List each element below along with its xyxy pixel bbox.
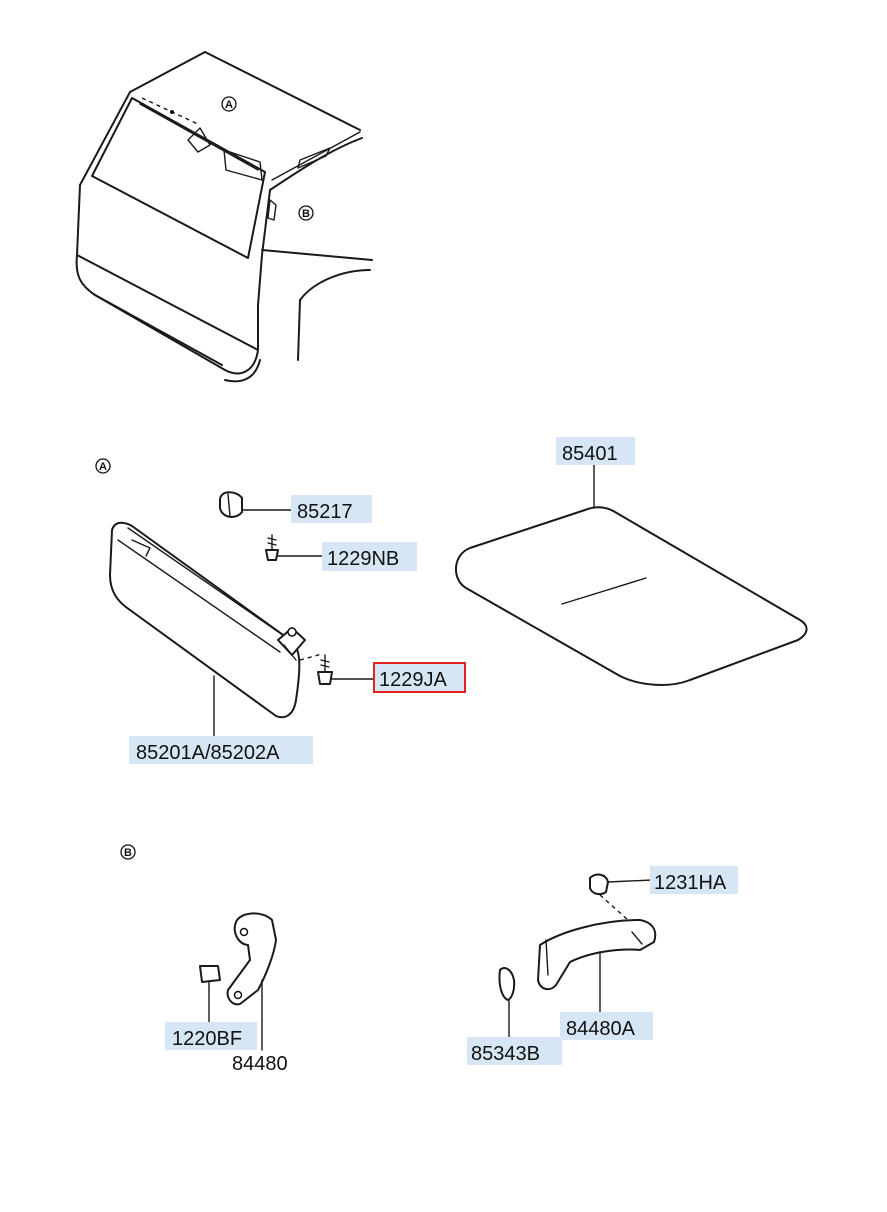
screw-1231ha-icon [589, 873, 653, 896]
callout-b-top-text: B [302, 208, 310, 220]
callout-a-section: A [95, 458, 111, 474]
sunvisor-illustration [109, 521, 306, 719]
label-84480a-text: 84480A [566, 1018, 636, 1040]
callout-b-section: B [120, 844, 136, 860]
label-84480[interactable]: 84480 [232, 1053, 288, 1075]
bracket-84480-illustration [226, 912, 277, 1006]
callout-a-top: A [221, 96, 237, 112]
label-84480-text: 84480 [232, 1053, 288, 1075]
label-84480a[interactable]: 84480A [560, 1012, 653, 1040]
vehicle-rear-illustration [75, 51, 373, 383]
label-85401[interactable]: 85401 [556, 437, 635, 465]
label-1229nb-text: 1229NB [327, 548, 399, 570]
label-1229nb[interactable]: 1229NB [322, 542, 417, 571]
label-85343b[interactable]: 85343B [467, 1037, 562, 1065]
callout-b-section-text: B [124, 847, 132, 859]
label-1220bf-text: 1220BF [172, 1028, 242, 1050]
mat-85401-illustration [455, 506, 808, 686]
highlight-box [373, 662, 466, 693]
grab-handle-84480a-illustration [537, 919, 657, 991]
callout-a-top-text: A [225, 99, 233, 111]
screw-1229nb-icon [265, 534, 279, 561]
bolt-1220bf-icon [199, 965, 221, 991]
label-1231ha-text: 1231HA [654, 872, 727, 894]
label-85343b-text: 85343B [471, 1043, 540, 1065]
callout-b-top: B [298, 205, 314, 221]
screw-1229ja-icon [317, 654, 333, 685]
label-1231ha[interactable]: 1231HA [650, 866, 738, 894]
label-85401-text: 85401 [562, 443, 618, 465]
label-85201a-text: 85201A/85202A [136, 742, 280, 764]
label-1220bf[interactable]: 1220BF [165, 1022, 257, 1050]
clip-85217-icon [219, 491, 243, 518]
label-85201a-85202a[interactable]: 85201A/85202A [129, 736, 313, 764]
label-1229ja-text: 1229JA [379, 669, 447, 691]
callout-a-section-text: A [99, 461, 107, 473]
cap-85343b-illustration [498, 967, 516, 1001]
label-1229ja[interactable]: 1229JA [373, 662, 466, 693]
label-85217-text: 85217 [297, 501, 353, 523]
label-85217[interactable]: 85217 [291, 495, 372, 523]
